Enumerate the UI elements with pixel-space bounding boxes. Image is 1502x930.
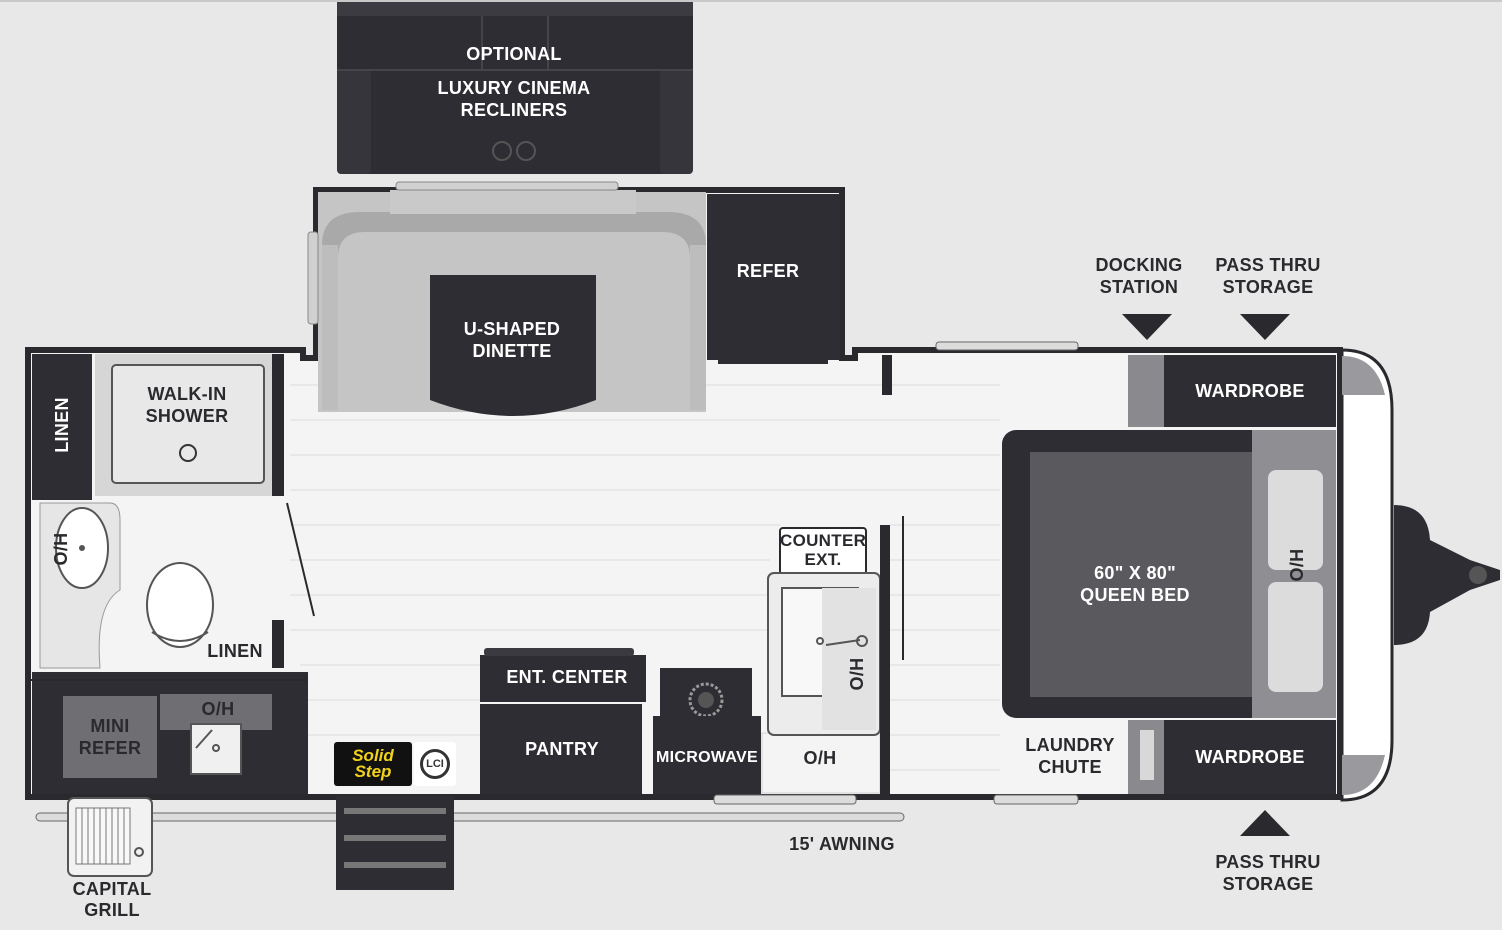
cupholder-icon	[492, 141, 512, 161]
bed-oh-label: O/H	[1287, 548, 1307, 582]
pass-thru-top-arrow-icon	[1240, 314, 1290, 340]
walk-in-shower-label: WALK-IN SHOWER	[145, 384, 229, 426]
dinette-table	[430, 275, 596, 416]
pass-thru-storage-bottom-label: PASS THRU STORAGE	[1215, 852, 1321, 894]
top-border	[0, 0, 1502, 2]
ent-center-label: ENT. CENTER	[506, 667, 628, 687]
mini-refer-label: MINI REFER	[78, 716, 142, 758]
sink-oh-label: O/H	[847, 657, 867, 691]
awning-bar	[35, 812, 905, 822]
hitch	[1394, 505, 1500, 645]
microwave-label: MICROWAVE	[656, 749, 758, 766]
optional-label: OPTIONAL	[466, 44, 562, 64]
burner-icon	[688, 682, 724, 718]
outdoor-oh-label: O/H	[201, 699, 235, 719]
ent-center	[480, 655, 646, 702]
lci-logo: LCI	[414, 742, 456, 786]
vanity-oh-label: O/H	[51, 532, 71, 566]
recliners-block	[337, 2, 693, 174]
refer-label: REFER	[736, 261, 800, 281]
queen-bed-label: 60" X 80" QUEEN BED	[1080, 563, 1190, 605]
dinette-label: U-SHAPED DINETTE	[463, 319, 561, 361]
pillow	[1268, 582, 1323, 692]
lci-logo-text: LCI	[420, 749, 450, 779]
docking-station-arrow-icon	[1122, 314, 1172, 340]
wardrobe-top	[1164, 355, 1336, 427]
pass-thru-storage-top-label: PASS THRU STORAGE	[1215, 255, 1321, 297]
dinette-seat	[322, 212, 706, 410]
cupholder-icon	[516, 141, 536, 161]
shower-pan	[111, 364, 265, 484]
outdoor-sink	[190, 723, 242, 775]
linen-cabinet	[32, 354, 92, 500]
linen-vertical-label: LINEN	[52, 397, 72, 453]
capital-grill-label: CAPITAL GRILL	[72, 879, 152, 920]
pass-thru-bottom-arrow-icon	[1240, 810, 1290, 836]
drain-icon	[179, 444, 197, 462]
mini-refer	[63, 696, 157, 778]
pantry-label: PANTRY	[525, 739, 599, 759]
wardrobe-bottom	[1164, 720, 1336, 794]
counter-ext-label: COUNTER EXT.	[780, 531, 867, 569]
front-cap	[1340, 348, 1394, 802]
pillow	[1268, 470, 1323, 570]
solid-step-logo: Solid Step	[334, 742, 412, 786]
laundry-chute-label: LAUNDRY CHUTE	[1025, 735, 1115, 777]
entry-steps	[336, 796, 454, 890]
capital-grill	[67, 797, 153, 877]
refer-block	[707, 194, 840, 360]
wardrobe-top-label: WARDROBE	[1195, 381, 1305, 401]
docking-station-label: DOCKING STATION	[1095, 255, 1183, 297]
awning-label: 15' AWNING	[789, 834, 895, 854]
pantry	[480, 704, 642, 794]
recliners-label: LUXURY CINEMA RECLINERS	[437, 78, 591, 120]
microwave	[653, 716, 761, 794]
wardrobe-bottom-label: WARDROBE	[1195, 747, 1305, 767]
kitchen-oh-label: O/H	[803, 748, 837, 768]
bath-linen-label: LINEN	[207, 641, 263, 661]
faucet-icon	[816, 637, 824, 645]
solid-step-logo-text: Solid Step	[352, 746, 394, 781]
toilet	[146, 562, 214, 648]
